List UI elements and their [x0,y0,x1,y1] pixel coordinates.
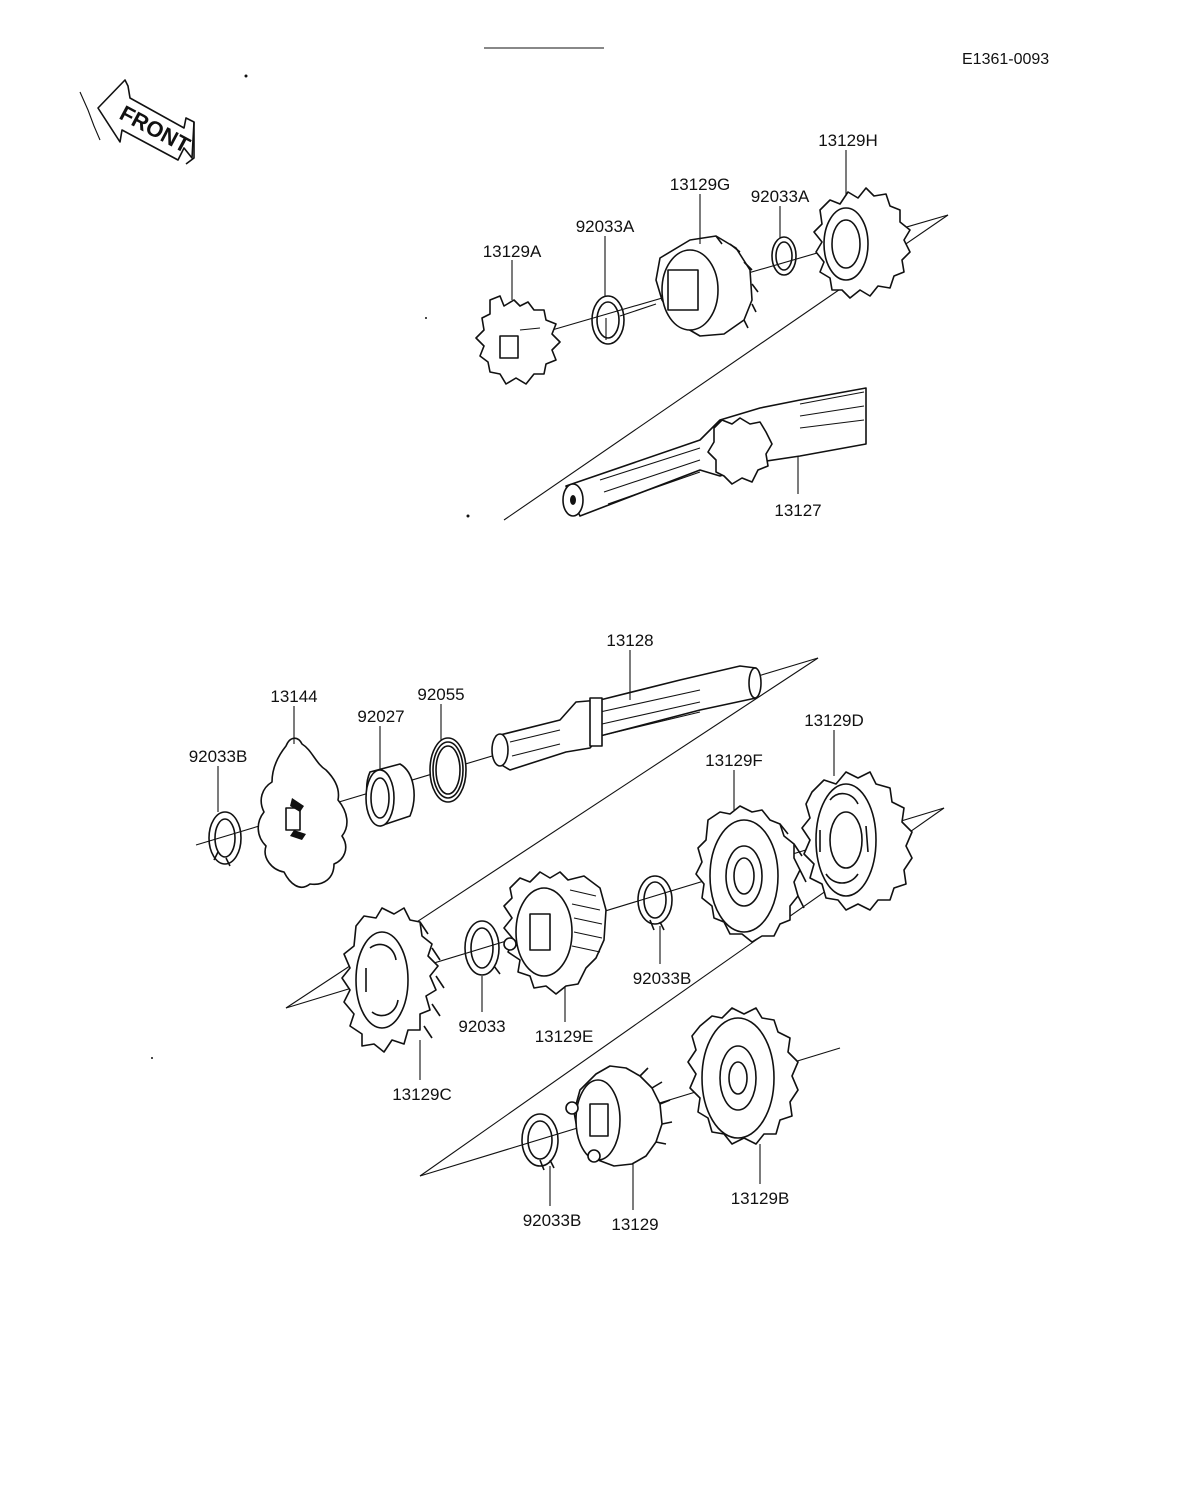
shaft-13127 [562,387,867,517]
gear-13129b [687,1007,799,1145]
circlip-92033b-3 [521,1113,559,1171]
leader-lines [217,150,847,1210]
circlip-92033b-1 [208,811,242,867]
circlip-92033a-1 [591,295,625,345]
label-13129b: 13129B [731,1189,790,1208]
label-13129h: 13129H [818,131,878,150]
collar-92027 [365,763,415,827]
upper-assembly [475,187,949,521]
label-92033b-1: 92033B [189,747,248,766]
part-labels: 13129A 92033A 13129G 92033A 13129H 13127… [189,131,878,1234]
label-13127: 13127 [774,501,821,520]
label-13129d: 13129D [804,711,864,730]
circlip-92033a-2 [771,236,797,276]
gear-13129d [801,771,913,911]
circlip-92033b-2 [637,875,673,931]
document-id: E1361-0093 [962,51,1049,68]
label-92033b-2: 92033B [633,969,692,988]
sprocket-13144 [257,737,348,888]
front-label: FRONT [116,100,195,158]
lower-assembly [195,657,945,1177]
front-arrow-icon: FRONT [79,79,195,165]
washer-92055 [429,737,467,803]
gear-13129e [503,871,607,995]
label-92033a-2: 92033A [751,187,810,206]
label-92033b-3: 92033B [523,1211,582,1230]
label-13129a: 13129A [483,242,542,261]
circlip-92033 [464,920,501,976]
label-92055: 92055 [417,685,464,704]
gear-13129f [695,805,807,943]
gear-13129c [341,907,445,1053]
label-13129g: 13129G [670,175,731,194]
scan-specks [151,74,470,1059]
label-92027: 92027 [357,707,404,726]
shaft-13128 [491,665,762,771]
gear-13129 [565,1065,673,1167]
gear-13129a [475,295,561,385]
label-92033: 92033 [458,1017,505,1036]
gear-13129h [813,187,911,299]
label-13129e: 13129E [535,1027,594,1046]
label-13128: 13128 [606,631,653,650]
gear-13129g [619,235,759,337]
label-13144: 13144 [270,687,317,706]
label-13129c: 13129C [392,1085,452,1104]
label-13129: 13129 [611,1215,658,1234]
label-13129f: 13129F [705,751,763,770]
label-92033a-1: 92033A [576,217,635,236]
